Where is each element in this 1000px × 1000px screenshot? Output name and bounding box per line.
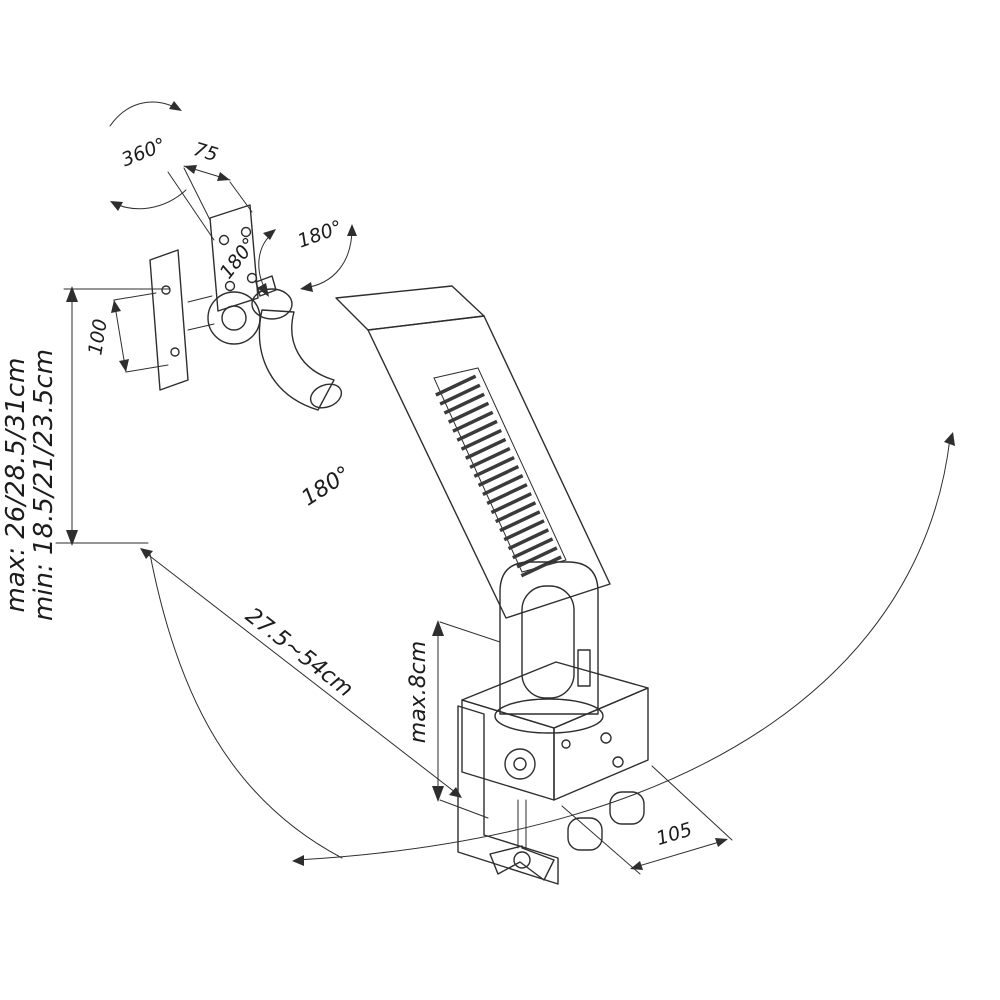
vesa-hole: [240, 226, 252, 238]
extension-line: [183, 167, 211, 221]
label-75: 75: [191, 138, 221, 166]
extension-line: [651, 765, 733, 841]
curved-link: [258, 309, 335, 411]
label-180-swivel: 180°: [297, 462, 355, 512]
column-slot: [521, 585, 575, 699]
extension-line: [439, 621, 501, 643]
foot-pad: [609, 791, 645, 825]
c-clamp-bracket: [457, 705, 559, 885]
joint-bolt: [255, 275, 277, 297]
clamp-base-left: [461, 699, 555, 801]
dimension-line-105: [631, 839, 727, 869]
arrowhead: [347, 224, 357, 236]
monitor-arm-drawing: [149, 204, 649, 885]
base-hole: [600, 732, 612, 744]
arrowhead: [715, 838, 728, 847]
tilt-joint-axle: [221, 305, 247, 331]
rotation-annotations: 360° 180° 180° 180°: [109, 101, 955, 866]
base-hole: [612, 756, 624, 768]
tilt-arc: [258, 231, 275, 295]
extension-line: [113, 292, 157, 301]
tilt-arc: [303, 227, 353, 289]
clamp-base-top: [461, 661, 649, 729]
vesa-front-plate: [209, 204, 259, 312]
dimension-line-reach: [141, 549, 461, 797]
vesa-hole: [246, 272, 258, 284]
arrowhead: [449, 787, 462, 798]
arrowhead: [944, 432, 955, 446]
rotation-collar: [494, 698, 604, 734]
rotation-arc: [111, 189, 187, 210]
swivel-arc-inner: [149, 553, 343, 859]
wing-nut-hub: [513, 851, 531, 869]
lower-column: [499, 561, 599, 715]
clamp-base-right: [553, 687, 649, 801]
arrowhead: [300, 282, 313, 292]
label-100: 100: [84, 317, 111, 356]
plate-link-line: [187, 295, 213, 303]
clamp-screw-center: [513, 757, 527, 771]
vesa-back-plate: [149, 249, 189, 391]
arrowhead: [432, 786, 444, 802]
arrowhead: [257, 283, 269, 297]
vesa-hole: [224, 280, 236, 292]
extension-line: [561, 805, 641, 875]
arrowhead: [292, 855, 304, 866]
arrowhead: [263, 229, 276, 240]
label-105: 105: [654, 818, 695, 850]
arrowhead: [110, 201, 123, 211]
base-hole: [561, 739, 571, 749]
extension-line: [229, 181, 253, 213]
clamp-screw-head: [504, 748, 536, 780]
arrowhead: [111, 300, 121, 313]
arrowhead: [140, 548, 153, 559]
extension-line: [439, 799, 489, 819]
arrowhead: [66, 530, 78, 546]
upper-housing-plate: [335, 285, 485, 331]
arrowhead: [66, 286, 78, 302]
curved-link-cap: [309, 383, 343, 409]
arrowhead: [630, 861, 643, 870]
arrowhead: [119, 359, 129, 372]
gas-spring-outline: [433, 367, 567, 573]
foot-pad: [567, 817, 603, 851]
wing-nut: [489, 845, 555, 881]
main-beam: [367, 315, 611, 619]
vesa-hole: [170, 347, 180, 357]
extension-line: [125, 364, 169, 373]
swivel-arc: [295, 437, 951, 861]
label-reach: 27.5~54cm: [240, 603, 357, 702]
label-height-max: max: 26/28.5/31cm: [1, 358, 31, 613]
joint-collar: [251, 288, 293, 320]
label-clamp-max: max.8cm: [406, 641, 431, 743]
label-360: 360°: [118, 134, 169, 172]
vesa-hole: [161, 285, 171, 295]
gas-spring-ribs: [435, 374, 562, 578]
arrowhead: [169, 101, 182, 111]
arrowhead: [184, 165, 197, 174]
leader-line: [167, 171, 215, 241]
arrowhead: [217, 172, 230, 181]
arrowhead: [432, 620, 444, 636]
plate-link-line: [187, 323, 215, 331]
label-180-joint: 180°: [295, 216, 346, 252]
label-height-min: min: 18.5/21/23.5cm: [29, 349, 59, 621]
vesa-hole: [218, 234, 230, 246]
rotation-arc: [109, 101, 181, 127]
